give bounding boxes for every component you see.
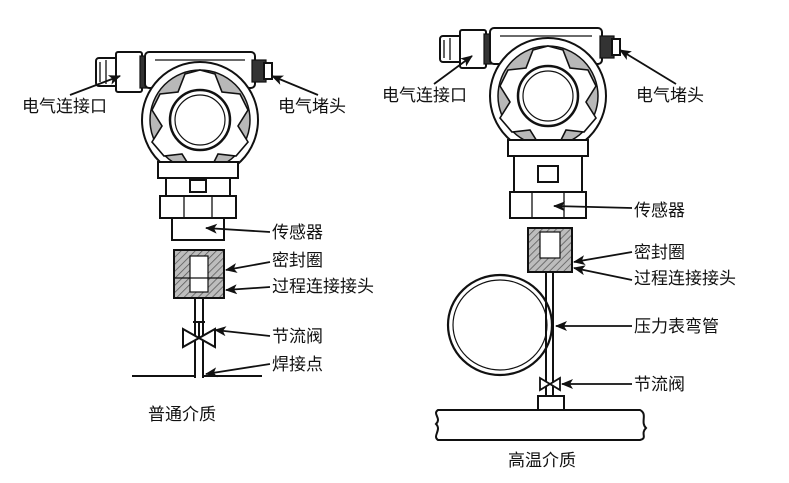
right-sensor-body (509, 191, 587, 219)
left-caption: 普通介质 (148, 405, 216, 425)
left-throttle-valve-arrow (214, 326, 271, 337)
right-electric-plug-arrow (619, 49, 677, 85)
left-sensor-body (159, 195, 237, 219)
right-electric-port-arrow (433, 55, 473, 85)
left-electric-plug-fitting (251, 59, 273, 83)
left-seal-ring-arrow (225, 261, 271, 273)
right-pressure-coil (446, 273, 554, 377)
right-base-flange (537, 395, 565, 411)
right-electric-plug-fitting (599, 35, 621, 59)
right-sensor-label: 传感器 (634, 201, 685, 221)
right-dial-head (489, 37, 607, 155)
left-electric-port-arrow (69, 75, 121, 96)
left-process-joint-label: 过程连接接头 (272, 277, 374, 297)
right-throttle-valve (539, 376, 561, 392)
right-neck (507, 139, 589, 157)
left-transmitter (95, 51, 273, 378)
left-sensor-label: 传感器 (272, 223, 323, 243)
right-transmitter (434, 27, 648, 441)
left-dial-head (141, 61, 259, 179)
left-neck (157, 161, 239, 179)
left-weld-point-label: 焊接点 (272, 355, 323, 375)
right-electric-plug-label: 电气堵头 (636, 86, 704, 106)
right-pressure-coil-label: 压力表弯管 (634, 317, 719, 337)
right-process-joint-label: 过程连接接头 (634, 269, 736, 289)
left-throttle-valve-label: 节流阀 (272, 327, 323, 347)
right-electric-port-label: 电气连接口 (382, 86, 467, 106)
right-sensor-arrow (553, 201, 633, 212)
right-vessel (434, 409, 648, 441)
right-electric-port-fitting (439, 29, 495, 69)
left-throttle-valve (182, 321, 216, 349)
right-caption: 高温介质 (508, 451, 576, 471)
left-electric-port-label: 电气连接口 (22, 97, 107, 117)
right-process-joint-arrow (573, 265, 633, 281)
left-electric-port-fitting (95, 51, 151, 93)
right-seal-ring-label: 密封圈 (634, 243, 685, 263)
left-seal-ring-label: 密封圈 (272, 251, 323, 271)
left-process-joint-arrow (225, 284, 271, 295)
right-throttle-valve-label: 节流阀 (634, 375, 685, 395)
left-electric-plug-label: 电气堵头 (278, 97, 346, 117)
left-electric-plug-arrow (271, 75, 319, 96)
right-seal-ring-arrow (573, 251, 633, 266)
left-weld-point-arrow (205, 363, 271, 378)
left-sensor-arrow (205, 223, 271, 234)
